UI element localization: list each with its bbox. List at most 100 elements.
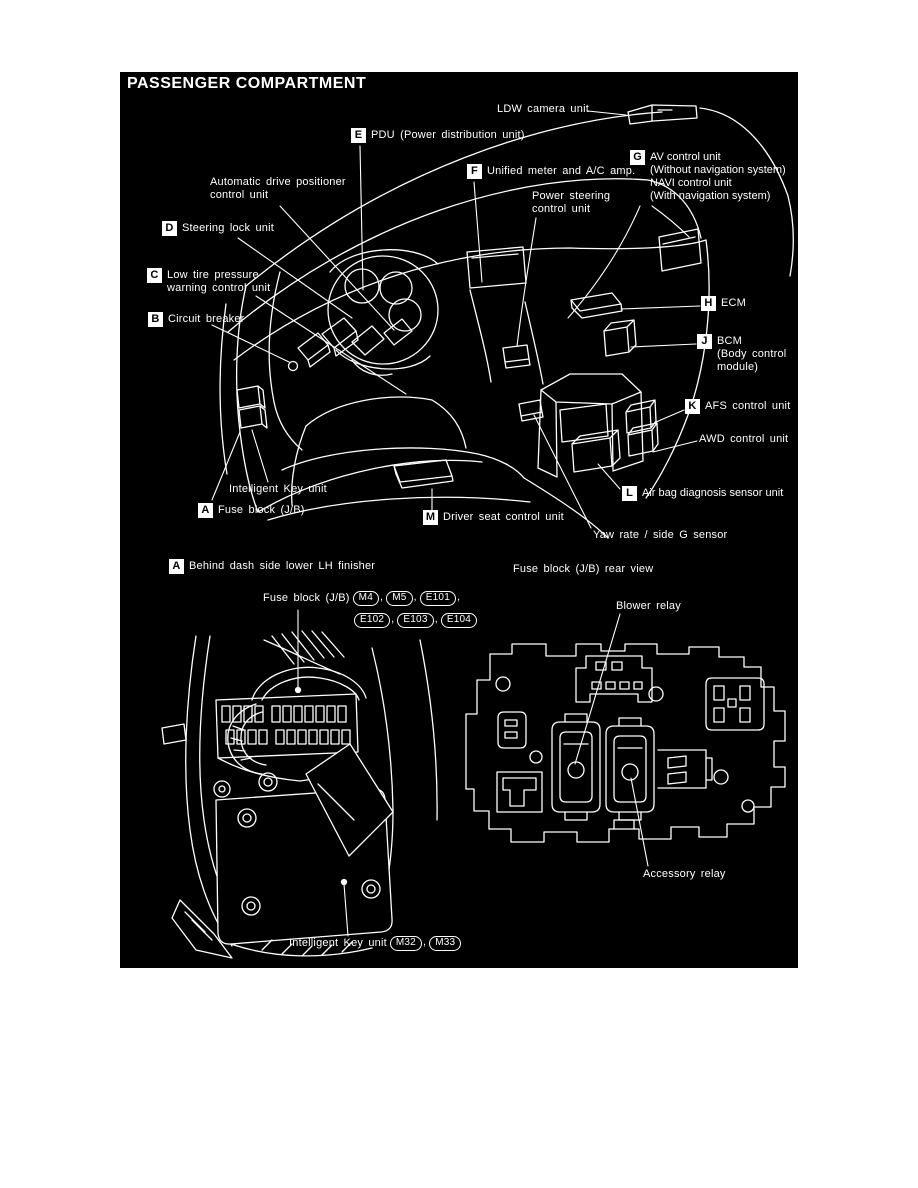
label-text: AFS control unit bbox=[705, 400, 791, 412]
connector-wrap: M5 bbox=[383, 591, 417, 606]
label-text: LDW camera unit bbox=[497, 103, 589, 115]
connector-wrap: M32 bbox=[387, 936, 426, 951]
power-steering-unit-shape bbox=[502, 344, 531, 369]
callout-badge-e: E bbox=[351, 128, 366, 143]
afs-unit-shape bbox=[625, 399, 657, 434]
callout-badge-f: F bbox=[467, 164, 482, 179]
accessory-relay-shape bbox=[605, 717, 655, 821]
air-bag-module-shape bbox=[571, 429, 621, 473]
circuit-breaker-shape bbox=[287, 360, 299, 372]
yaw-sensor-shape bbox=[518, 399, 544, 422]
label-text: Low tire pressure warning control unit bbox=[167, 269, 271, 294]
label-accessory-relay: Accessory relay bbox=[643, 868, 726, 881]
connector-wrap: E102 bbox=[351, 613, 394, 628]
bracket-strap-shape bbox=[305, 743, 394, 857]
callout-badge-a2: A bbox=[169, 559, 184, 574]
label-text: Unified meter and A/C amp. bbox=[487, 165, 636, 177]
label-intelligent-key-connectors: Intelligent Key unit M32 M33 bbox=[289, 936, 462, 951]
connector-pill-m32: M32 bbox=[389, 936, 422, 951]
callout-badge-b: B bbox=[148, 312, 163, 327]
av-unit-shape bbox=[658, 228, 702, 272]
callout-badge-d: D bbox=[162, 221, 177, 236]
label-blower-relay: Blower relay bbox=[616, 600, 681, 613]
label-intelligent-key-upper: Intelligent Key unit bbox=[229, 483, 327, 496]
label-pdu: E PDU (Power distribution unit) bbox=[351, 128, 525, 143]
label-fuse-block-connectors-row1: Fuse block (J/B) M4 M5 E101 bbox=[263, 591, 460, 606]
label-circuit-breaker: B Circuit breaker bbox=[148, 312, 245, 327]
label-bcm: J BCM (Body control module) bbox=[697, 334, 787, 374]
header-text: Fuse block (J/B) rear view bbox=[513, 563, 654, 575]
ldw-camera-shape bbox=[627, 104, 698, 125]
label-air-bag-diagnosis: L Air bag diagnosis sensor unit bbox=[622, 486, 784, 501]
connector-wrap: M4 bbox=[350, 591, 384, 606]
connector-pill-m33: M33 bbox=[429, 936, 462, 951]
label-text: Accessory relay bbox=[643, 868, 726, 880]
blower-relay-shape bbox=[551, 713, 601, 821]
label-fuse-block-upper: A Fuse block (J/B) bbox=[198, 503, 305, 518]
label-text: PDU (Power distribution unit) bbox=[371, 129, 525, 141]
label-power-steering: Power steering control unit bbox=[532, 190, 610, 216]
label-fuse-block-connectors-row2: E102 E103 E104 bbox=[351, 613, 478, 628]
leader-lines bbox=[211, 110, 701, 529]
page-title: PASSENGER COMPARTMENT bbox=[127, 75, 367, 92]
label-av-navi-control: G AV control unit (Without navigation sys… bbox=[630, 150, 786, 203]
callout-badge-h: H bbox=[701, 296, 716, 311]
label-awd-control: AWD control unit bbox=[699, 433, 788, 446]
callout-badge-m: M bbox=[423, 510, 438, 525]
label-afs-control: K AFS control unit bbox=[685, 399, 791, 414]
label-text: Fuse block (J/B) bbox=[263, 592, 350, 604]
connector-wrap: E104 bbox=[438, 613, 478, 628]
label-driver-seat-control: M Driver seat control unit bbox=[423, 510, 564, 525]
callout-badge-g: G bbox=[630, 150, 645, 165]
label-unified-meter: F Unified meter and A/C amp. bbox=[467, 164, 636, 179]
label-text: Intelligent Key unit bbox=[229, 483, 327, 495]
label-steering-lock: D Steering lock unit bbox=[162, 221, 274, 236]
callout-badge-a: A bbox=[198, 503, 213, 518]
awd-unit-shape bbox=[627, 422, 659, 457]
label-ecm: H ECM bbox=[701, 296, 747, 311]
label-low-tire-pressure: C Low tire pressure warning control unit bbox=[147, 268, 271, 295]
label-text: Circuit breaker bbox=[168, 313, 245, 325]
label-text: Air bag diagnosis sensor unit bbox=[642, 487, 784, 499]
label-text: ECM bbox=[721, 297, 747, 309]
intelligent-key-shape bbox=[236, 385, 268, 429]
connector-wrap: E101 bbox=[417, 591, 460, 606]
label-text: Yaw rate / side G sensor bbox=[593, 529, 728, 541]
diagram-panel: PASSENGER COMPARTMENT bbox=[120, 72, 798, 968]
label-text: Intelligent Key unit bbox=[289, 937, 387, 949]
behind-dash-drawing bbox=[161, 609, 438, 959]
label-text: Driver seat control unit bbox=[443, 511, 564, 523]
label-text: Automatic drive positioner control unit bbox=[210, 176, 346, 201]
connector-pill-e102: E102 bbox=[354, 613, 391, 628]
header-behind-dash: A Behind dash side lower LH finisher bbox=[169, 559, 376, 574]
label-ldw-camera: LDW camera unit bbox=[497, 103, 589, 116]
label-text: Fuse block (J/B) bbox=[218, 504, 305, 516]
connector-pill-e104: E104 bbox=[440, 613, 477, 628]
label-text: BCM (Body control module) bbox=[717, 335, 787, 373]
seat-control-unit-shape bbox=[393, 459, 454, 489]
header-fuse-block-rear: Fuse block (J/B) rear view bbox=[513, 563, 653, 576]
connector-pill-e103: E103 bbox=[397, 613, 434, 628]
label-text: AV control unit (Without navigation syst… bbox=[650, 151, 786, 202]
connector-pill-m5: M5 bbox=[386, 591, 413, 606]
connector-pill-m4: M4 bbox=[352, 591, 379, 606]
label-text: Power steering control unit bbox=[532, 190, 611, 215]
callout-badge-c: C bbox=[147, 268, 162, 283]
callout-badge-j: J bbox=[697, 334, 712, 349]
label-text: Steering lock unit bbox=[182, 222, 274, 234]
fuse-block-rear-drawing bbox=[465, 613, 786, 867]
connector-wrap: M33 bbox=[426, 936, 462, 951]
label-text: Blower relay bbox=[616, 600, 681, 612]
steering-wheel bbox=[327, 255, 439, 365]
fuse-block-shape bbox=[215, 693, 359, 759]
bcm-shape bbox=[603, 319, 637, 357]
label-yaw-rate-sensor: Yaw rate / side G sensor bbox=[593, 529, 727, 542]
header-text: Behind dash side lower LH finisher bbox=[189, 560, 376, 572]
label-auto-drive-positioner: Automatic drive positioner control unit bbox=[210, 176, 346, 202]
callout-badge-l: L bbox=[622, 486, 637, 501]
label-text: AWD control unit bbox=[699, 433, 789, 445]
dashboard-drawing bbox=[211, 104, 794, 539]
connector-wrap: E103 bbox=[394, 613, 437, 628]
connector-pill-e101: E101 bbox=[419, 591, 456, 606]
callout-badge-k: K bbox=[685, 399, 700, 414]
